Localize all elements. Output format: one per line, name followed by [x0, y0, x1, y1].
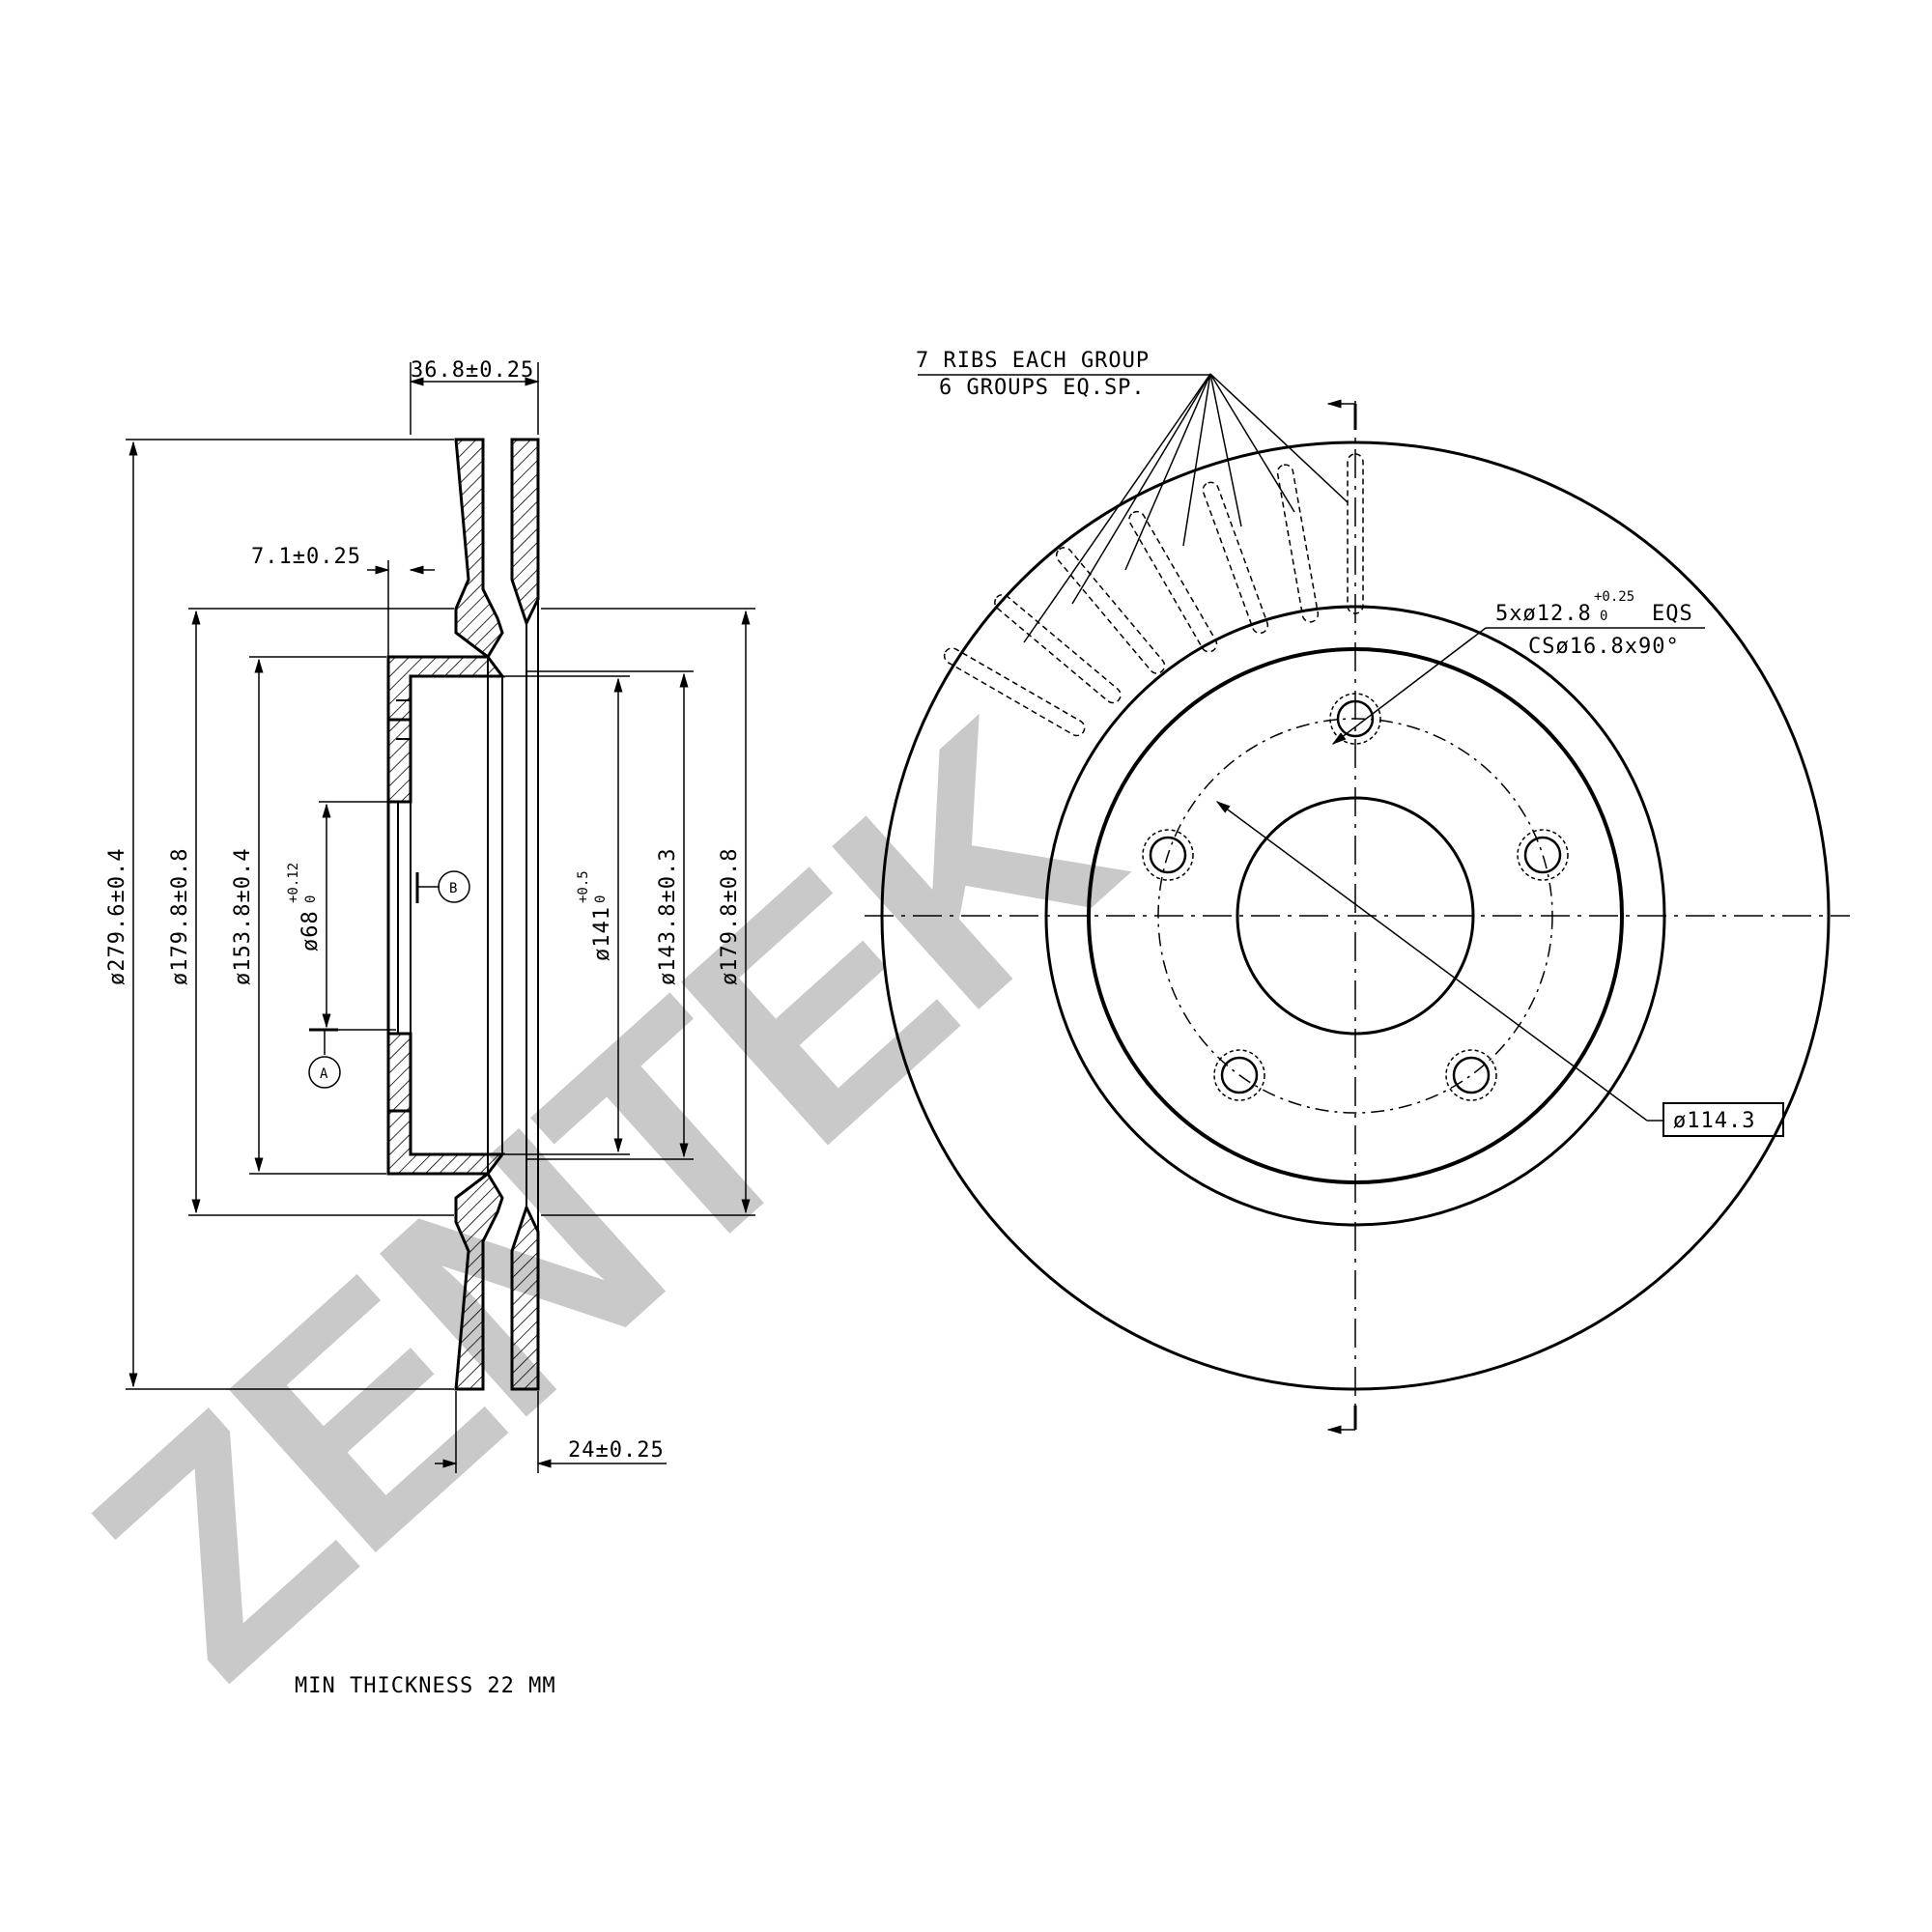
datum-a-circle-label: A	[320, 1066, 328, 1082]
outer-plate-upper	[454, 438, 504, 660]
pcd-label: ø114.3	[1673, 1109, 1755, 1133]
center-bore-tol-lower: 0	[303, 895, 319, 903]
bolt-hole-bottom-left	[1213, 1049, 1265, 1101]
holes-note: 5xø12.8	[1495, 602, 1592, 626]
side-dimension-lines	[126, 362, 755, 1473]
datum-a-circle	[308, 1056, 341, 1089]
hat-upper	[386, 655, 505, 722]
bolt-hole-bottom-right	[1445, 1049, 1497, 1101]
min-thickness-note: MIN THICKNESS 22 MM	[295, 1674, 556, 1698]
holes-tol-lower: 0	[1600, 609, 1607, 624]
rib-group	[943, 453, 1364, 737]
datum-b-circle-label: B	[449, 881, 457, 896]
hat-wall-lower	[386, 1032, 412, 1113]
datum-b-circle	[438, 870, 470, 903]
inner-plate-upper	[510, 438, 540, 627]
friction-inner-right-label: ø179.8±0.8	[718, 848, 742, 985]
holes-tol-upper: +0.25	[1594, 589, 1634, 605]
datum-markers	[308, 870, 470, 1089]
center-bore-tol-upper: +0.12	[286, 863, 301, 903]
bolt-hole-left	[1142, 829, 1194, 881]
side-labels: 36.8±0.25 7.1±0.25 ø279.6±0.4 ø179.8±0.8…	[105, 358, 742, 1463]
front-view	[865, 373, 1850, 1435]
outer-plate-lower	[454, 1171, 504, 1391]
overall-width-label: 36.8±0.25	[411, 358, 534, 383]
outer-diameter-label: ø279.6±0.4	[105, 848, 129, 985]
bolt-holes	[1142, 693, 1569, 1101]
watermark-text: ZENTEK	[29, 656, 1179, 1741]
hat-outer-diameter-label: ø153.8±0.4	[231, 848, 255, 985]
side-section-view	[386, 438, 540, 1391]
inner-plate-lower	[510, 1204, 540, 1391]
inner-141-label: ø141	[590, 906, 614, 961]
ribs-note-line1: 7 RIBS EACH GROUP	[916, 349, 1150, 373]
ribs-note-line2: 6 GROUPS EQ.SP.	[939, 376, 1146, 400]
hat-wall-upper	[386, 718, 412, 804]
center-bore-label: ø68	[298, 910, 323, 952]
countersink-note: CSø16.8x90°	[1528, 635, 1680, 659]
hat-thickness-label: 7.1±0.25	[251, 545, 361, 569]
friction-inner-left-label: ø179.8±0.8	[168, 848, 192, 985]
inner-141-tol-lower: 0	[593, 895, 609, 903]
rib-leaders	[918, 373, 1349, 643]
front-labels: 7 RIBS EACH GROUP 6 GROUPS EQ.SP. 5xø12.…	[916, 349, 1755, 1133]
bolt-hole-top	[1329, 693, 1381, 745]
holes-note-suffix: EQS	[1652, 602, 1693, 626]
inner-141-tol-upper: +0.5	[576, 870, 591, 903]
disc-thickness-label: 24±0.25	[568, 1438, 665, 1463]
zentek-watermark: ZENTEK	[29, 656, 1179, 1741]
inner-143-label: ø143.8±0.3	[656, 848, 680, 985]
bolt-hole-right	[1517, 829, 1569, 881]
pcd-box	[1662, 1102, 1784, 1137]
